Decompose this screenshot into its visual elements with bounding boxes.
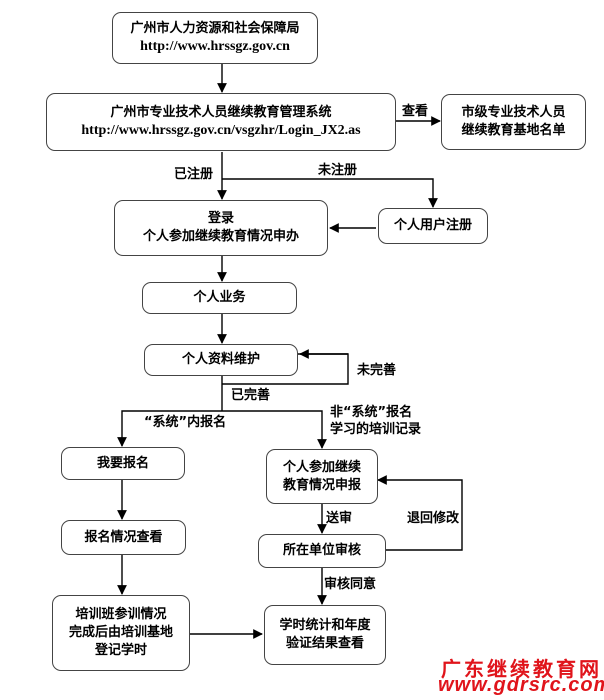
node-login-line2: 个人参加继续教育情况申办 xyxy=(142,229,299,244)
node-hr-bureau-title: 广州市人力资源和社会保障局 xyxy=(130,21,300,36)
node-result-line2: 验证结果查看 xyxy=(285,636,364,651)
watermark-url: www.gdrsrc.com xyxy=(438,674,604,696)
label-registered: 已注册 xyxy=(174,167,214,182)
node-apply-line1: 个人参加继续 xyxy=(282,459,361,475)
node-profile-maintenance-label: 个人资料维护 xyxy=(181,352,260,367)
node-enroll-label: 我要报名 xyxy=(96,455,149,471)
arrow-out-system xyxy=(222,410,327,449)
node-personal-business-label: 个人业务 xyxy=(193,290,246,305)
label-not-complete: 未完善 xyxy=(357,363,397,378)
label-in-system: “系统”内报名 xyxy=(144,415,227,430)
label-return-edit: 退回修改 xyxy=(407,511,460,526)
node-user-register-label: 个人用户注册 xyxy=(393,218,472,233)
arrow-return-edit xyxy=(377,475,463,551)
node-ce-system-title: 广州市专业技术人员继续教育管理系统 xyxy=(110,105,332,120)
node-hr-bureau: 广州市人力资源和社会保障局 http://www.hrssgz.gov.cn xyxy=(112,12,318,64)
node-result-line1: 学时统计和年度 xyxy=(279,618,371,633)
node-base-record-line1: 培训班参训情况 xyxy=(75,607,167,622)
node-base-record-line3: 登记学时 xyxy=(94,643,147,658)
node-base-list-line1: 市级专业技术人员 xyxy=(461,105,566,120)
node-enroll-check-label: 报名情况查看 xyxy=(84,529,163,545)
node-personal-business: 个人业务 xyxy=(142,282,297,314)
watermark-title: 广东继续教育网 xyxy=(441,657,602,681)
node-ce-system-url: http://www.hrssgz.gov.cn/vsgzhr/Login_JX… xyxy=(81,123,361,138)
node-user-register: 个人用户注册 xyxy=(378,208,488,244)
label-submit: 送审 xyxy=(326,511,353,526)
label-out-system-line2: 学习的培训记录 xyxy=(330,422,422,437)
node-unit-review-label: 所在单位审核 xyxy=(282,543,361,558)
node-hr-bureau-url: http://www.hrssgz.gov.cn xyxy=(140,39,290,54)
node-base-list-line2: 继续教育基地名单 xyxy=(461,123,566,138)
node-apply: 个人参加继续 教育情况申报 xyxy=(266,449,378,504)
node-base-list: 市级专业技术人员 继续教育基地名单 xyxy=(441,94,586,150)
node-enroll-check: 报名情况查看 xyxy=(61,520,186,555)
node-enroll: 我要报名 xyxy=(61,447,185,480)
label-out-system-line1: 非“系统”报名 xyxy=(330,405,413,420)
arrow-not-registered xyxy=(222,178,438,208)
node-unit-review: 所在单位审核 xyxy=(258,534,386,568)
node-login: 登录 个人参加继续教育情况申办 xyxy=(114,200,328,256)
node-base-record: 培训班参训情况 完成后由培训基地 登记学时 xyxy=(52,595,190,671)
arrow-in-system xyxy=(117,410,222,447)
node-base-record-line2: 完成后由培训基地 xyxy=(68,625,173,640)
node-apply-line2: 教育情况申报 xyxy=(282,477,361,493)
node-profile-maintenance: 个人资料维护 xyxy=(144,344,298,376)
node-ce-system: 广州市专业技术人员继续教育管理系统 http://www.hrssgz.gov.… xyxy=(46,93,396,151)
label-not-registered: 未注册 xyxy=(318,163,358,178)
node-login-line1: 登录 xyxy=(207,211,234,226)
node-result: 学时统计和年度 验证结果查看 xyxy=(264,605,386,665)
label-approved: 审核同意 xyxy=(324,577,377,592)
label-view: 查看 xyxy=(402,104,429,119)
label-complete: 已完善 xyxy=(231,388,271,403)
